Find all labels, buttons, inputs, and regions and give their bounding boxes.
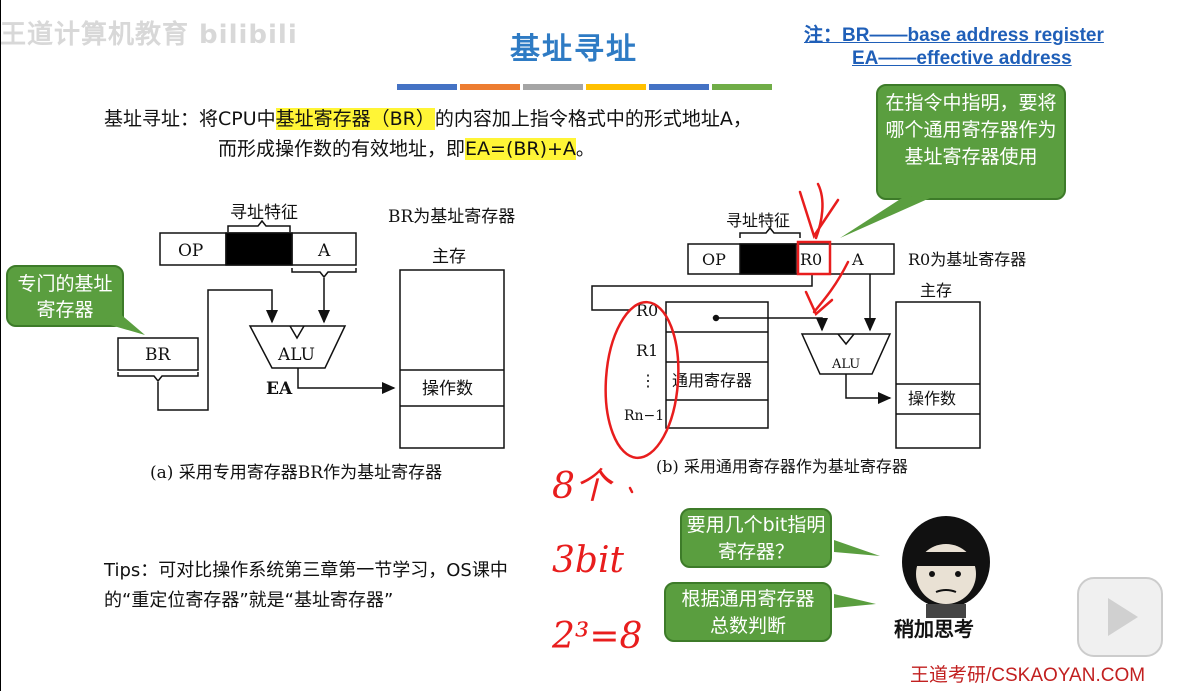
tips-text: Tips：可对比操作系统第三章第一节学习，OS课中的“重定位寄存器”就是“基址寄…	[104, 560, 508, 611]
r0-highlight-box	[796, 240, 832, 276]
handwriting-line-2: 3bit	[552, 540, 624, 581]
bubble-tail-q2	[834, 594, 876, 608]
general-registers	[665, 301, 769, 429]
a-label-b: A	[851, 250, 864, 269]
intro-text: 基址寻址：将CPU中基址寄存器（BR）的内容加上指令格式中的形式地址A， 而形成…	[104, 108, 752, 160]
feature-label-b: 寻址特征	[726, 211, 790, 230]
handwriting-line-1: 8个	[552, 466, 614, 507]
alu-a	[248, 325, 347, 369]
title-bar-5	[649, 84, 709, 90]
handwriting-line-3: 2³=8	[551, 616, 642, 657]
bubble-register-count: 根据通用寄存器总数判断	[664, 582, 832, 642]
title-bar-4	[586, 84, 646, 90]
meme-face-icon	[902, 516, 990, 618]
bubble-specify-register: 在指令中指明，要将哪个通用寄存器作为基址寄存器使用	[876, 84, 1066, 200]
title-bar-3	[523, 84, 583, 90]
feature-label-a: 寻址特征	[230, 203, 298, 223]
brand-logo: 王道考研/CSKAOYAN.COM	[910, 665, 1146, 686]
reg-r0: R0	[636, 301, 658, 320]
gpr-label: 通用寄存器	[672, 371, 752, 390]
title-bar-1	[397, 84, 457, 90]
bubble-tail-q1	[834, 540, 880, 556]
play-icon	[1077, 577, 1163, 657]
meme-caption: 稍加思考	[894, 617, 974, 641]
red-arrow-stroke	[814, 182, 824, 240]
r0-field-label: R0	[800, 250, 822, 269]
operand-label-b: 操作数	[908, 389, 956, 408]
main-memory-b	[895, 301, 981, 449]
slide-title: 基址寻址	[510, 32, 638, 67]
note-line-1: 注：BR——base address register	[804, 25, 1104, 46]
bubble-tail-top-right	[840, 196, 930, 238]
title-bar-2	[460, 84, 520, 90]
diagram-a-labels: 寻址特征 BR为基址寄存器 OP A BR ALU EA 主存 操作数 (a) …	[145, 203, 515, 483]
memory-label-b: 主存	[920, 281, 952, 300]
feature-field-a	[225, 232, 293, 266]
title-bar-6	[712, 84, 772, 90]
a-label-a: A	[317, 241, 331, 261]
diagram-a	[117, 219, 505, 449]
reg-dots: ⋮	[640, 371, 656, 390]
diagram-b	[591, 226, 981, 449]
watermark: 王道计算机教育 bilibili	[0, 20, 298, 50]
op-label-b: OP	[702, 250, 726, 269]
br-note: BR为基址寄存器	[388, 207, 515, 227]
alu-label-a: ALU	[277, 345, 315, 365]
alu-b	[800, 333, 892, 375]
bubble-dedicated-register: 专门的基址寄存器	[6, 265, 124, 327]
handwriting-text: 8个 3bit 2³=8	[551, 466, 642, 657]
bubble-bits-question: 要用几个bit指明寄存器？	[680, 508, 832, 568]
memory-label-a: 主存	[432, 247, 466, 267]
handwriting	[604, 182, 850, 494]
bubble-tail-left	[100, 312, 145, 335]
br-register	[117, 337, 199, 371]
main-memory-a	[399, 269, 505, 449]
r0-note: R0为基址寄存器	[908, 250, 1026, 269]
ea-label: EA	[266, 379, 293, 399]
feature-field-b	[739, 243, 797, 275]
caption-a: (a) 采用专用寄存器BR作为基址寄存器	[150, 463, 442, 483]
note-line-2: EA——effective address	[852, 48, 1072, 69]
op-label-a: OP	[178, 241, 203, 261]
registers-circle	[604, 300, 680, 460]
reg-r1: R1	[636, 341, 658, 360]
diagram-b-labels: 寻址特征 OP R0 A R0为基址寄存器 主存 R0 R1 ⋮ Rn−1 通用…	[624, 211, 1026, 476]
reg-rn-1: Rn−1	[624, 408, 664, 424]
caption-b: (b) 采用通用寄存器作为基址寄存器	[656, 457, 908, 476]
br-label: BR	[145, 345, 171, 365]
operand-label-a: 操作数	[422, 379, 473, 399]
alu-label-b: ALU	[831, 357, 860, 372]
